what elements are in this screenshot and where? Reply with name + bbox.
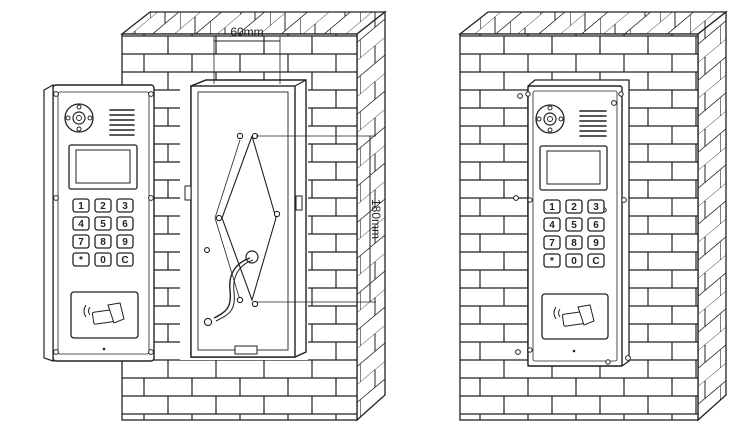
keypad-key[interactable]: 8 <box>565 235 583 250</box>
keypad-key[interactable]: 1 <box>72 198 90 213</box>
keypad-key[interactable]: 6 <box>116 216 134 231</box>
keypad-key[interactable]: 7 <box>543 235 561 250</box>
keypad-key-label: 1 <box>78 201 84 212</box>
rfid-card-reader-icon <box>541 293 609 340</box>
keypad-key[interactable]: 1 <box>543 199 561 214</box>
keypad-key[interactable]: 7 <box>72 234 90 249</box>
keypad-key-label: 8 <box>571 238 577 249</box>
dimension-180mm: 180mm <box>256 135 383 303</box>
keypad-key[interactable]: 9 <box>587 235 605 250</box>
dimension-60mm: 60mm <box>213 25 281 84</box>
keypad-key-label: 4 <box>549 220 555 231</box>
rfid-card-reader-icon <box>70 291 139 339</box>
keypad-key[interactable]: 3 <box>116 198 134 213</box>
keypad-key[interactable]: 2 <box>94 198 112 213</box>
keypad-key[interactable]: C <box>587 253 605 268</box>
keypad: 1 2 3 4 5 6 7 8 9 * 0 C <box>543 199 605 268</box>
front-panel-left: 1 2 3 4 5 6 7 8 9 * 0 C <box>43 83 155 362</box>
keypad-key[interactable]: 6 <box>587 217 605 232</box>
keypad-key-label: 7 <box>78 237 84 248</box>
keypad-key[interactable]: 3 <box>587 199 605 214</box>
keypad-key[interactable]: 5 <box>94 216 112 231</box>
keypad-key-label: 5 <box>571 220 577 231</box>
lcd-display <box>68 144 138 190</box>
keypad-key-label: C <box>121 255 128 266</box>
keypad-key[interactable]: C <box>116 252 134 267</box>
keypad-key[interactable]: 2 <box>565 199 583 214</box>
keypad-key-label: * <box>550 256 554 267</box>
keypad-key-label: 7 <box>549 238 555 249</box>
speaker-grille-icon <box>579 110 607 137</box>
keypad-key[interactable]: 0 <box>94 252 112 267</box>
width-dimension-label: 60mm <box>230 25 263 39</box>
keypad-key[interactable]: * <box>543 253 561 268</box>
keypad-key-label: 3 <box>122 201 128 212</box>
keypad-key-label: * <box>79 255 83 266</box>
keypad-key[interactable]: 0 <box>565 253 583 268</box>
back-box <box>180 79 308 360</box>
keypad-key[interactable]: 8 <box>94 234 112 249</box>
height-dimension-label: 180mm <box>369 199 383 239</box>
camera-lens-icon <box>535 104 565 134</box>
keypad-key-label: 2 <box>100 201 106 212</box>
speaker-grille-icon <box>109 109 135 136</box>
keypad-key[interactable]: 9 <box>116 234 134 249</box>
keypad-key[interactable]: 5 <box>565 217 583 232</box>
keypad-key-label: 5 <box>100 219 106 230</box>
keypad-key-label: 9 <box>122 237 128 248</box>
keypad-key-label: 4 <box>78 219 84 230</box>
keypad-key-label: 3 <box>593 202 599 213</box>
keypad-key-label: 0 <box>571 256 577 267</box>
front-panel-mounted: 1 2 3 4 5 6 7 8 9 * 0 C <box>513 79 631 367</box>
keypad: 1 2 3 4 5 6 7 8 9 * 0 C <box>72 198 134 267</box>
camera-lens-icon <box>64 103 94 133</box>
keypad-key-label: 1 <box>549 202 555 213</box>
keypad-key-label: 9 <box>593 238 599 249</box>
keypad-key-label: C <box>592 256 599 267</box>
keypad-key-label: 8 <box>100 237 106 248</box>
keypad-key[interactable]: 4 <box>72 216 90 231</box>
keypad-key-label: 6 <box>122 219 128 230</box>
keypad-key[interactable]: * <box>72 252 90 267</box>
keypad-key-label: 0 <box>100 255 106 266</box>
keypad-key-label: 2 <box>571 202 577 213</box>
keypad-key[interactable]: 4 <box>543 217 561 232</box>
keypad-key-label: 6 <box>593 220 599 231</box>
lcd-display <box>539 145 608 191</box>
